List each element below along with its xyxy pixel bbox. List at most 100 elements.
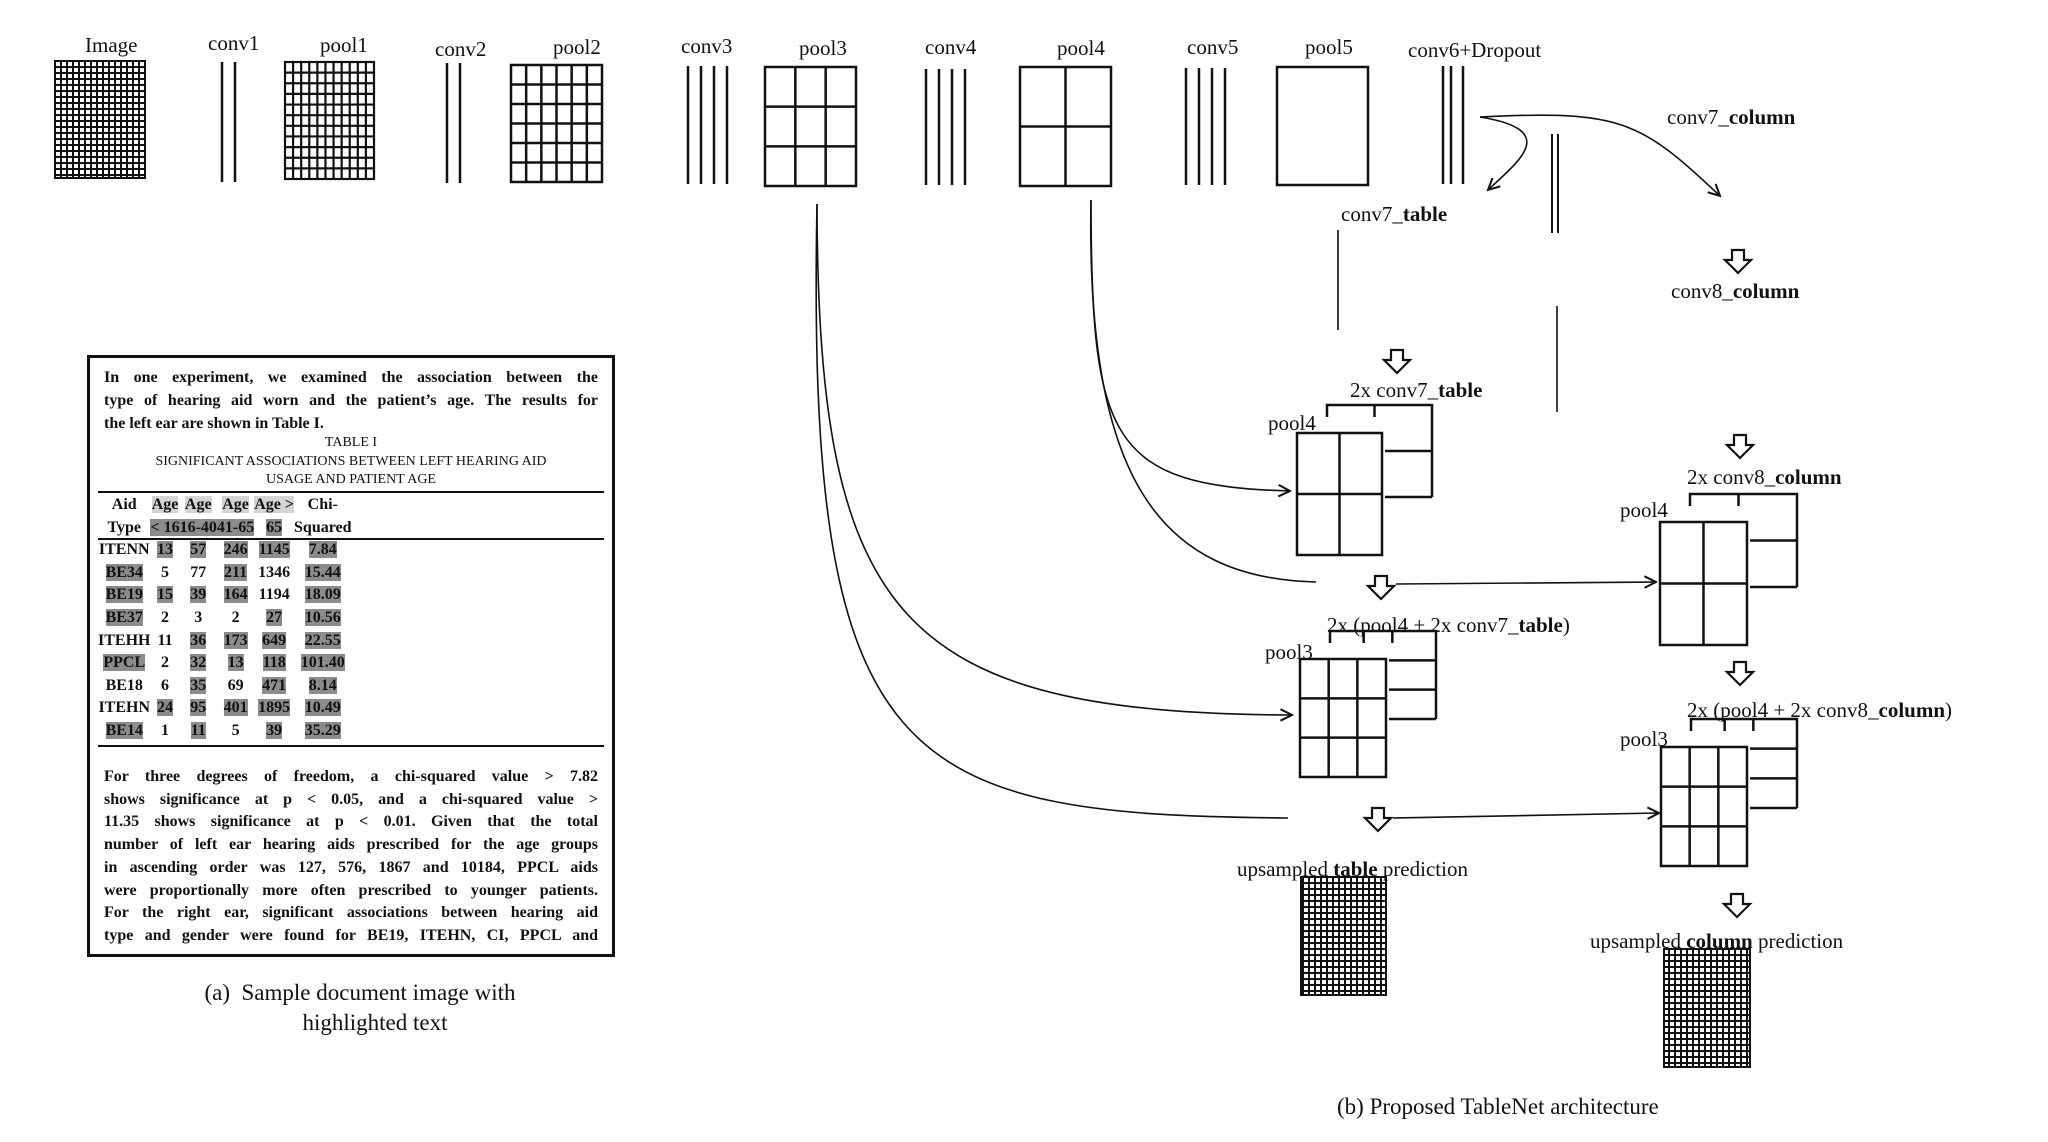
doc-table-cell: 13 bbox=[227, 654, 244, 672]
doc-table-header-cell: Type bbox=[107, 518, 141, 536]
doc-table-cell: BE19 bbox=[105, 586, 143, 604]
doc-para2-line: 11.35 shows significance at p < 0.01. Gi… bbox=[104, 813, 598, 831]
doc-table-cell: 10.49 bbox=[304, 699, 341, 717]
doc-table-cell: 39 bbox=[266, 722, 283, 740]
stack-front-grid bbox=[1295, 431, 1384, 557]
hollow-down-arrow bbox=[1724, 433, 1756, 460]
layer-conv4-bars bbox=[924, 69, 967, 185]
layer-pool2-grid bbox=[509, 63, 604, 184]
hollow-down-arrow bbox=[1365, 574, 1397, 601]
doc-table-cell: 101.40 bbox=[300, 654, 345, 672]
doc-table-cell: 39 bbox=[190, 586, 207, 604]
doc-table-cell: 2 bbox=[231, 609, 240, 627]
hollow-down-arrow bbox=[1721, 892, 1753, 919]
doc-para1-line: In one experiment, we examined the assoc… bbox=[104, 369, 598, 386]
doc-table-cell: 18.09 bbox=[304, 586, 341, 604]
doc-table-header-cell: 65 bbox=[266, 518, 283, 536]
doc-para2-line: number of left ear hearing aids prescrib… bbox=[104, 836, 598, 854]
split-to-conv7-column bbox=[1479, 114, 1720, 196]
doc-table-header-cell: < 16 bbox=[150, 518, 180, 536]
doc-table-cell: 2 bbox=[161, 609, 170, 627]
label-conv2: conv2 bbox=[435, 37, 487, 61]
label-2x-conv7-table: 2x conv7_table bbox=[1350, 378, 1483, 402]
table-up1-block bbox=[1295, 403, 1434, 557]
doc-table-cell: 11 bbox=[157, 631, 173, 649]
doc-table-cell: 95 bbox=[190, 699, 207, 717]
label-pool2: pool2 bbox=[553, 35, 601, 59]
doc-table-rule-bottom bbox=[98, 745, 604, 747]
doc-table-header-cell: 16-40 bbox=[179, 518, 217, 536]
hollow-down-arrow bbox=[1724, 660, 1756, 687]
table-up2-block bbox=[1298, 629, 1438, 779]
doc-table-header-cell: Age bbox=[151, 495, 179, 513]
stack-back-frame bbox=[1325, 403, 1434, 499]
doc-table-cell: 118 bbox=[262, 654, 286, 672]
label-table-up2-pool3: pool3 bbox=[1265, 640, 1313, 664]
column-up2-block bbox=[1659, 717, 1799, 868]
label-2x-conv8-column: 2x conv8_column bbox=[1687, 465, 1842, 489]
doc-table-cell: 57 bbox=[190, 541, 207, 559]
label-table-up1-pool4: pool4 bbox=[1268, 411, 1316, 435]
caption-a: (a) Sample document image with highlight… bbox=[204, 980, 516, 1035]
skip-connections bbox=[815, 114, 1720, 819]
doc-table-cell: 24 bbox=[157, 699, 174, 717]
label-conv6-dropout: conv6+Dropout bbox=[1408, 38, 1542, 62]
doc-table-cell: 1346 bbox=[258, 563, 291, 581]
table-prediction-output bbox=[1300, 876, 1387, 996]
layer-pool3-grid bbox=[763, 65, 858, 188]
doc-table-cell: 32 bbox=[190, 654, 207, 672]
doc-table-cell: PPCL bbox=[103, 654, 146, 672]
doc-table-title: TABLE I bbox=[324, 435, 378, 450]
doc-table-cell: 1145 bbox=[258, 541, 290, 559]
layer-conv1-bars bbox=[220, 62, 237, 182]
decoder-blocks bbox=[1295, 403, 1799, 1068]
hollow-down-arrow bbox=[1362, 806, 1394, 833]
label-pool4: pool4 bbox=[1057, 36, 1105, 60]
label-conv7-column: conv7_column bbox=[1667, 105, 1796, 129]
layer-pool5-grid bbox=[1275, 65, 1370, 187]
label-conv8-column: conv8_column bbox=[1671, 279, 1800, 303]
doc-table-cell: 2 bbox=[161, 654, 170, 672]
doc-table-header-cell: Aid bbox=[111, 495, 137, 513]
stack-front-grid bbox=[1298, 657, 1388, 779]
doc-para2-line: For three degrees of freedom, a chi-squa… bbox=[104, 768, 598, 785]
doc-table-caption: USAGE AND PATIENT AGE bbox=[266, 472, 436, 487]
doc-table-cell: 11 bbox=[190, 722, 206, 740]
label-table-up2: 2x (pool4 + 2x conv7_table) bbox=[1327, 613, 1570, 637]
label-pool1: pool1 bbox=[320, 33, 368, 57]
doc-table-cell: 649 bbox=[262, 631, 287, 649]
doc-para2-line: were proportionally more often prescribe… bbox=[104, 881, 598, 899]
doc-table-cell: 164 bbox=[223, 586, 248, 604]
doc-table-header-cell: Age > bbox=[254, 495, 295, 513]
doc-table-cell: 35.29 bbox=[304, 722, 341, 740]
stack-back-frame bbox=[1689, 717, 1799, 810]
stack-back-frame bbox=[1688, 492, 1799, 589]
doc-table-cell: 471 bbox=[262, 676, 287, 694]
doc-table-cell: 8.14 bbox=[308, 676, 337, 694]
label-table-prediction: upsampled table prediction bbox=[1237, 857, 1468, 881]
doc-table-cell: 401 bbox=[223, 699, 248, 717]
doc-table-cell: 1895 bbox=[258, 699, 291, 717]
layer-conv5-bars bbox=[1184, 68, 1227, 185]
doc-table-cell: 35 bbox=[190, 676, 207, 694]
label-conv1: conv1 bbox=[208, 31, 260, 55]
label-column-up2-pool3: pool3 bbox=[1620, 727, 1668, 751]
label-conv3: conv3 bbox=[681, 34, 733, 58]
doc-para1-line: the left ear are shown in Table I. bbox=[104, 415, 324, 432]
doc-table-cell: 69 bbox=[227, 676, 244, 694]
skip-pool3-to-column-up2 bbox=[815, 203, 1289, 819]
doc-table-cell: 77 bbox=[190, 563, 207, 581]
layer-image-grid bbox=[54, 60, 146, 179]
column-up1-block bbox=[1658, 492, 1799, 647]
doc-table-cell: 211 bbox=[224, 563, 248, 581]
doc-table-rule-mid bbox=[98, 538, 604, 540]
doc-table-cell: BE37 bbox=[105, 609, 143, 627]
doc-table-cell: 27 bbox=[266, 609, 283, 627]
hollow-down-arrow bbox=[1381, 348, 1413, 375]
doc-table-caption: SIGNIFICANT ASSOCIATIONS BETWEEN LEFT HE… bbox=[155, 454, 547, 469]
stack-back-frame bbox=[1328, 629, 1438, 721]
